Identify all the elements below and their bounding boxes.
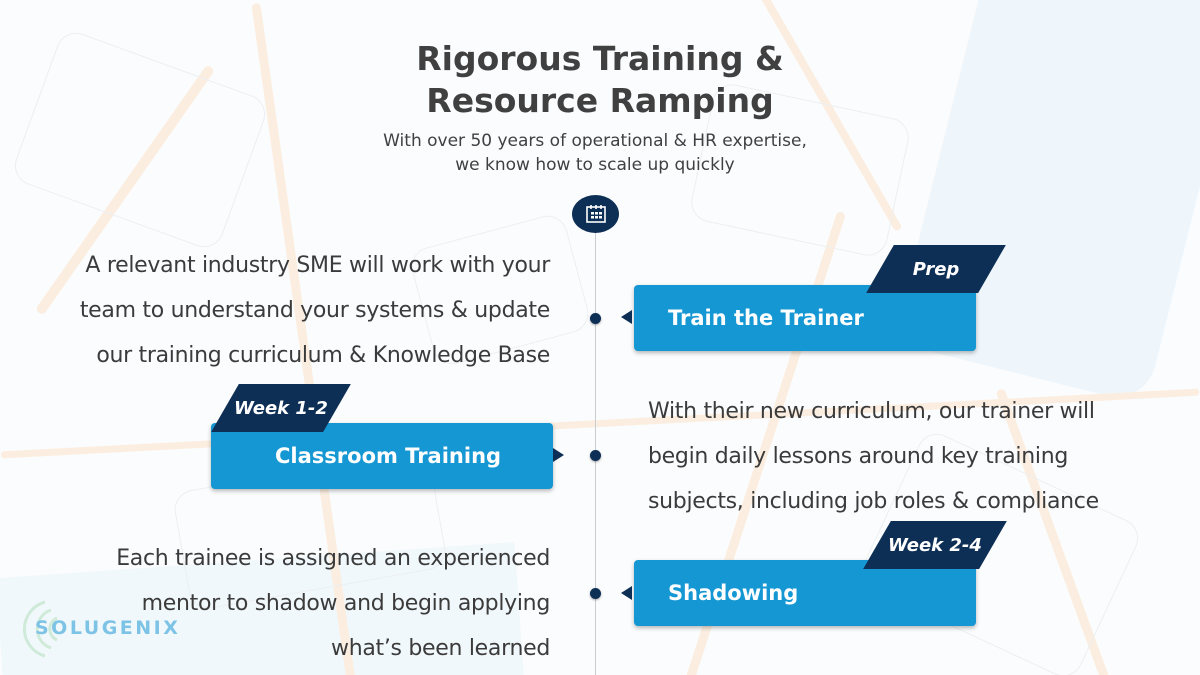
step-tag-week-2-4: Week 2-4 [863, 521, 1007, 569]
step-tag-prep: Prep [866, 245, 1006, 293]
step-card-shadowing: Shadowing [634, 560, 976, 626]
step-card-train-the-trainer: Train the Trainer [634, 285, 976, 351]
pointer-arrow-step-1 [621, 310, 632, 324]
step-tag-label: Week 1-2 [234, 397, 328, 419]
pointer-arrow-step-3 [621, 586, 632, 600]
timeline-line [595, 215, 596, 675]
step-label: Classroom Training [275, 444, 502, 468]
logo-wordmark: SOLUGENIX [35, 617, 181, 639]
step-tag-label: Prep [912, 258, 960, 280]
subtitle-line-1: With over 50 years of operational & HR e… [383, 131, 807, 151]
calendar-badge [572, 195, 619, 233]
timeline-dot-step-2 [590, 450, 601, 461]
timeline-dot-step-3 [590, 588, 601, 599]
signal-waves-icon [22, 600, 58, 658]
page-subtitle: With over 50 years of operational & HR e… [0, 129, 1190, 177]
step-label: Train the Trainer [668, 306, 864, 330]
solugenix-logo: SOLUGENIX [15, 598, 195, 658]
title-line-1: Rigorous Training & [416, 39, 784, 78]
calendar-icon [585, 205, 606, 223]
step-description-2: With their new curriculum, our trainer w… [648, 399, 1099, 514]
step-tag-week-1-2: Week 1-2 [211, 384, 351, 432]
subtitle-line-2: we know how to scale up quickly [455, 155, 735, 175]
pointer-arrow-step-2 [553, 448, 564, 462]
step-card-classroom-training: Classroom Training [211, 423, 553, 489]
step-label: Shadowing [668, 581, 799, 605]
title-line-2: Resource Ramping [426, 81, 774, 120]
timeline-dot-step-1 [590, 313, 601, 324]
step-description-1: A relevant industry SME will work with y… [79, 253, 550, 368]
page-title: Rigorous Training & Resource Ramping [0, 38, 1200, 122]
step-tag-label: Week 2-4 [888, 534, 982, 556]
step-description-3: Each trainee is assigned an experienced … [116, 546, 550, 661]
